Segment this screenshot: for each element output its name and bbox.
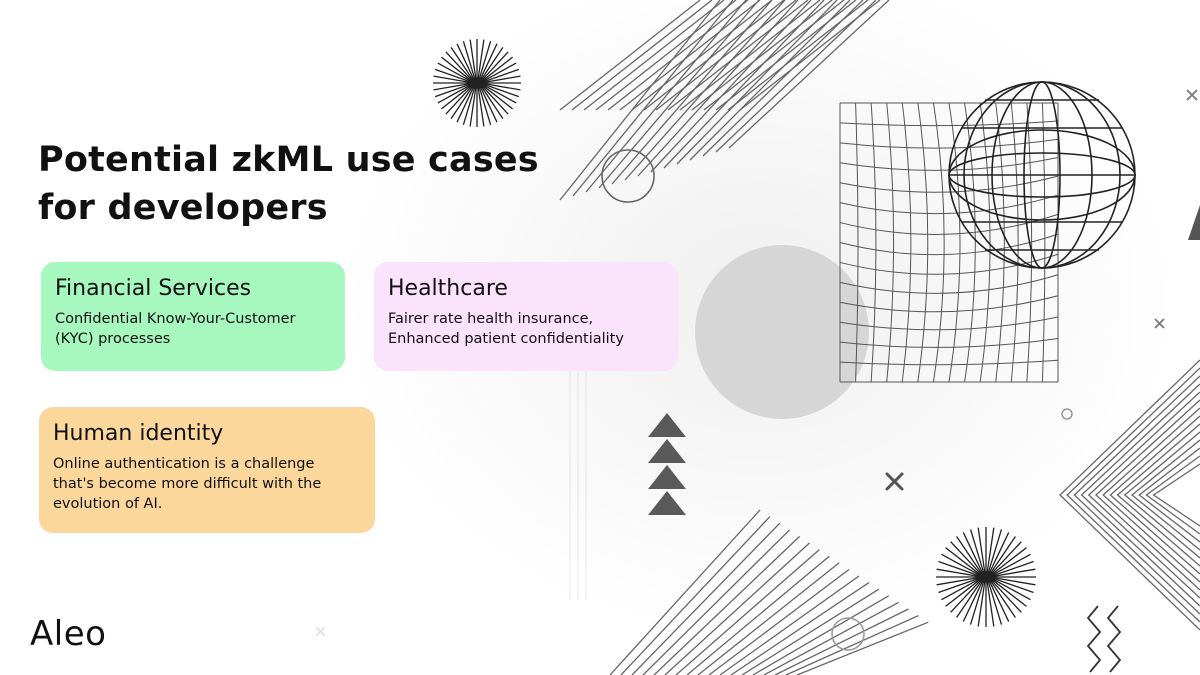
circle-icon xyxy=(601,149,655,203)
page-title-line-2: for developers xyxy=(38,188,328,228)
card-healthcare: Healthcare Fairer rate health insurance,… xyxy=(374,262,678,371)
sunburst-icon xyxy=(433,39,521,127)
aleo-logo: Aleo xyxy=(30,614,107,654)
card-title: Human identity xyxy=(53,421,224,446)
globe-icon xyxy=(948,81,1136,269)
diagonal-lines-icon xyxy=(609,509,929,675)
cross-icon xyxy=(885,472,904,491)
triangle-icon xyxy=(1188,205,1200,240)
card-description: Online authentication is a challenge tha… xyxy=(53,456,322,512)
chevron-lines-icon xyxy=(1059,359,1200,631)
card-title: Healthcare xyxy=(388,276,508,301)
sunburst-icon xyxy=(936,527,1036,627)
page-title: Potential zkML use cases for developers xyxy=(38,136,598,232)
triangle-stack-icon xyxy=(648,413,686,515)
diagonal-lines-icon xyxy=(559,0,890,201)
circle-icon xyxy=(831,617,865,651)
card-description: Fairer rate health insurance, Enhanced p… xyxy=(388,311,624,347)
card-title: Financial Services xyxy=(55,276,252,301)
cross-icon xyxy=(1154,89,1198,329)
card-human-identity: Human identity Online authentication is … xyxy=(39,407,375,533)
card-financial-services: Financial Services Confidential Know-You… xyxy=(41,262,345,371)
cross-icon xyxy=(315,626,326,637)
warped-grid-icon xyxy=(839,102,1059,383)
gray-disc xyxy=(695,245,869,419)
card-description: Confidential Know-Your-Customer (KYC) pr… xyxy=(55,311,296,347)
zigzag-icon xyxy=(1086,605,1122,673)
circle-icon xyxy=(1061,408,1073,420)
page-title-line-1: Potential zkML use cases xyxy=(38,140,539,180)
